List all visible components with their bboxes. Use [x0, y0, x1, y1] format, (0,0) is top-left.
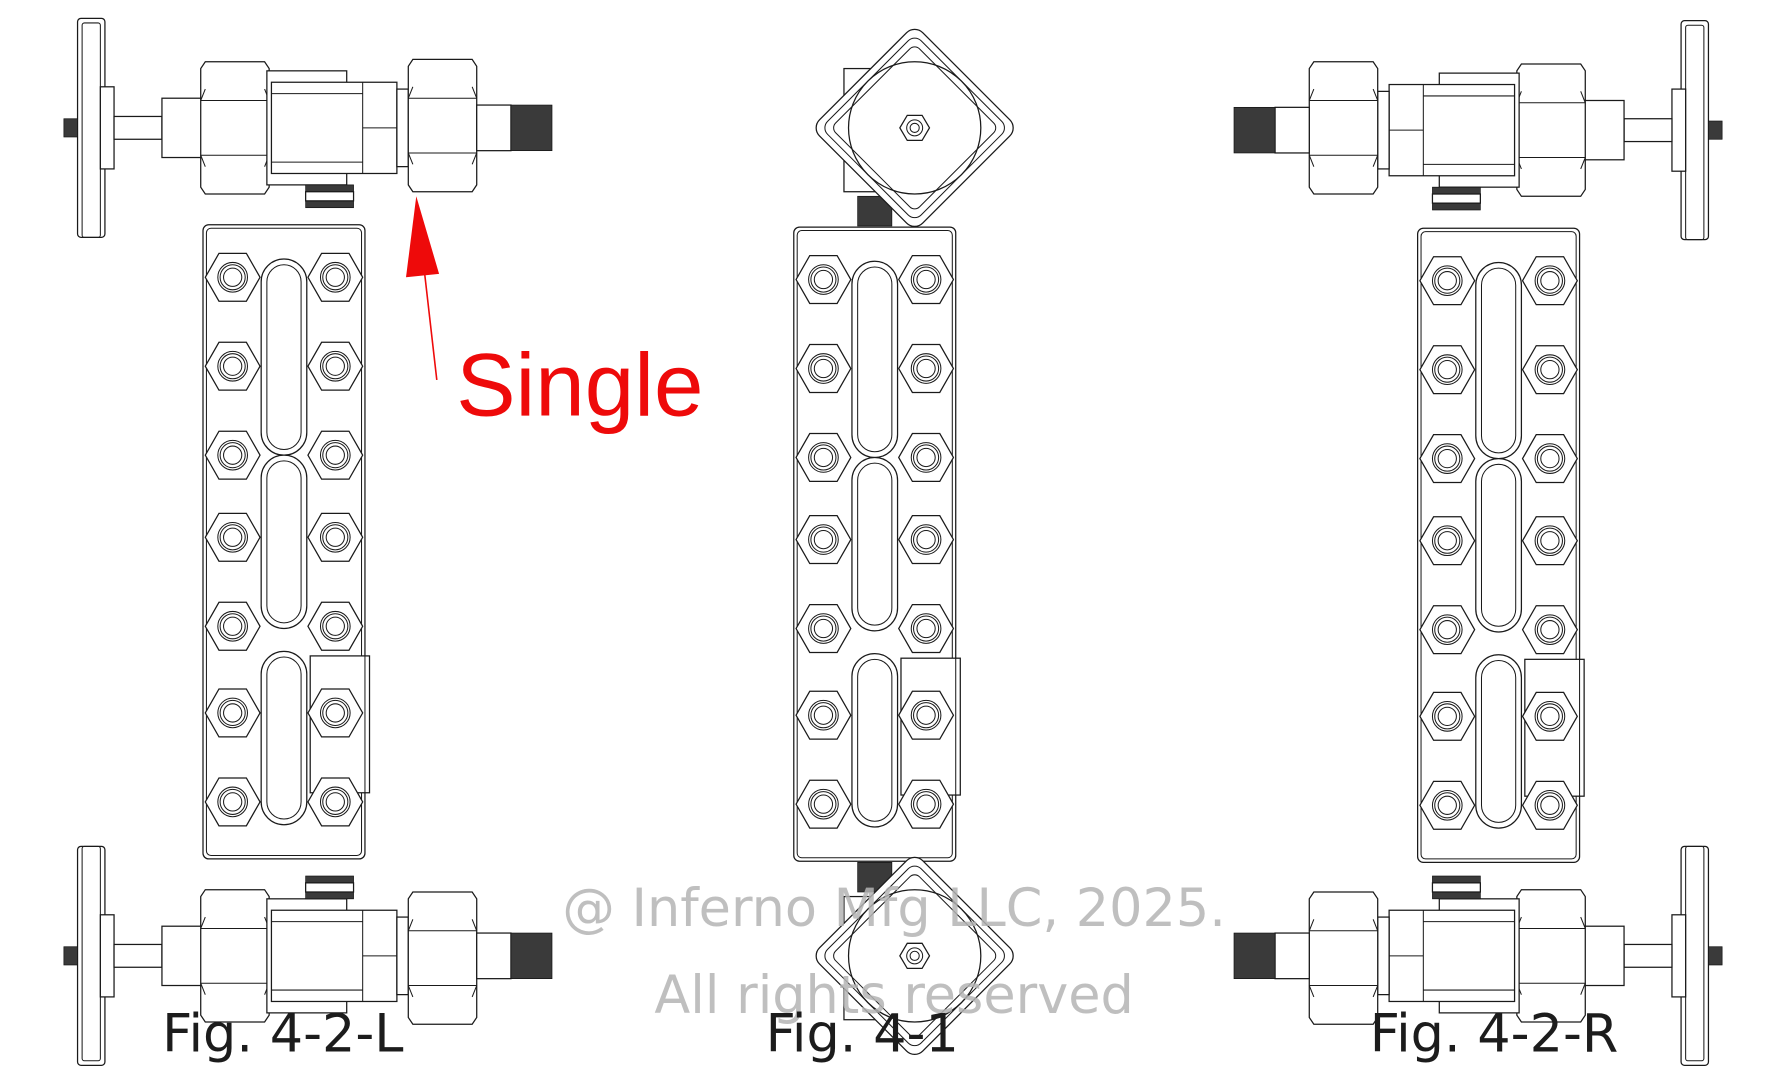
figure-4-1	[794, 24, 1019, 1060]
figure-4-2-R	[1234, 21, 1722, 1066]
arrow-up-icon	[406, 196, 440, 381]
watermark-line-1: @ Inferno Mfg LLC, 2025.	[562, 878, 1226, 939]
gauge-body-center	[794, 227, 961, 861]
gauge-body-right	[1418, 228, 1585, 862]
top-valve-left	[64, 18, 552, 237]
copyright-watermark: @ Inferno Mfg LLC, 2025. All rights rese…	[562, 878, 1226, 1026]
annotation-label: Single	[456, 334, 703, 434]
single-annotation: Single	[406, 196, 703, 434]
top-valve-right	[1234, 21, 1722, 240]
top-valve-center	[810, 24, 1019, 232]
caption-fig-4-2-L: Fig. 4-2-L	[162, 1004, 403, 1065]
gauge-body-left	[203, 225, 370, 859]
figure-4-2-L	[64, 18, 552, 1065]
bottom-valve-center	[810, 852, 1019, 1060]
caption-fig-4-2-R: Fig. 4-2-R	[1370, 1004, 1619, 1065]
watermark-line-2: All rights reserved	[654, 965, 1133, 1026]
caption-fig-4-1: Fig. 4-1	[766, 1004, 959, 1065]
